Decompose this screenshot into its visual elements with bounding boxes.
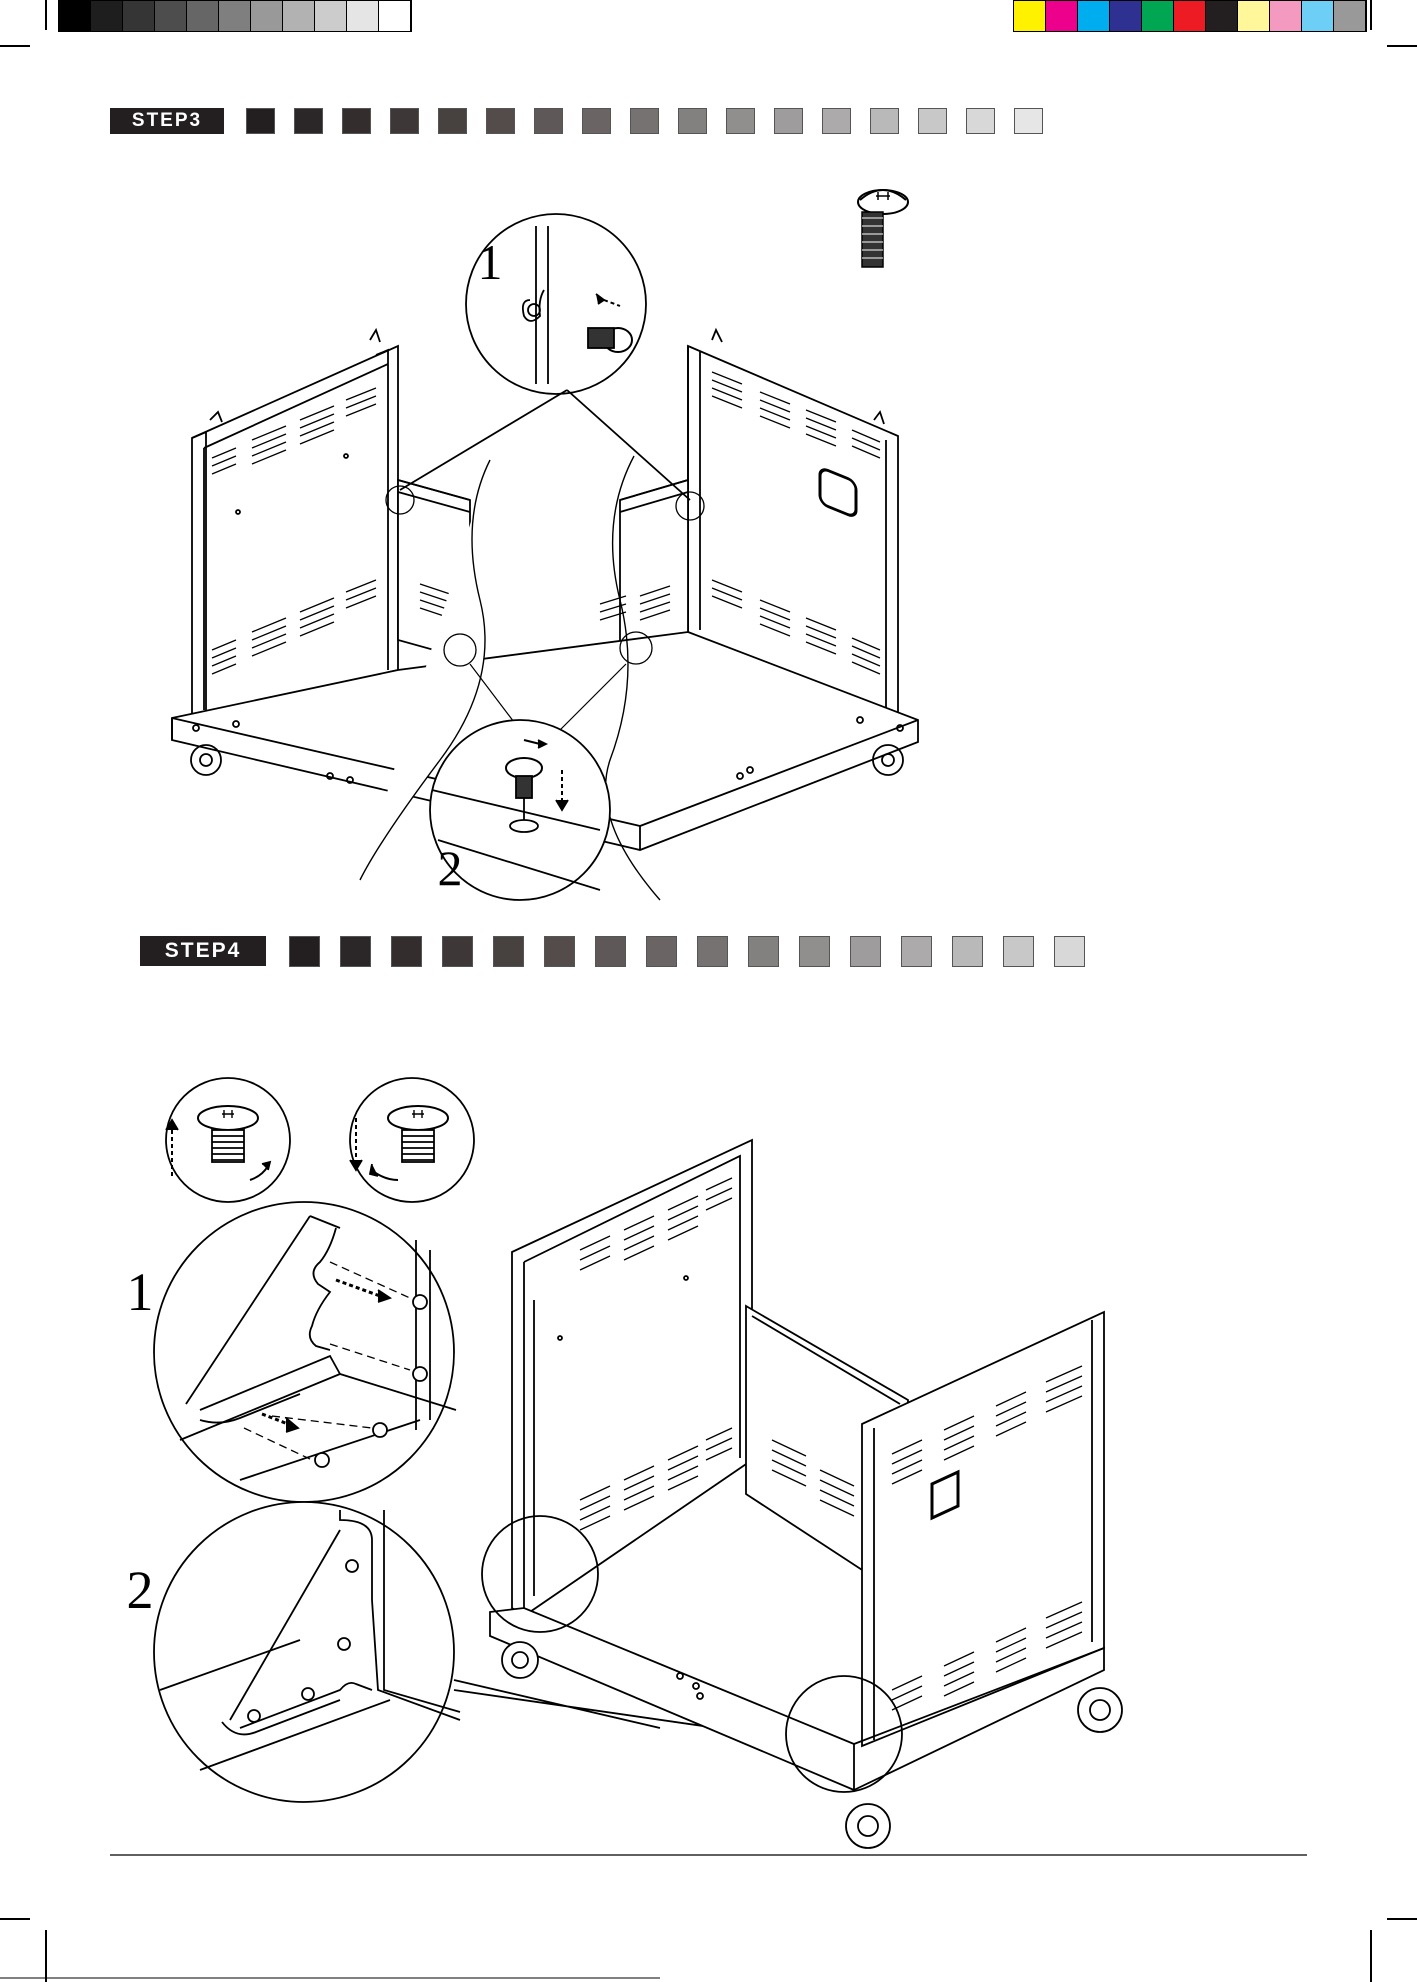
step4-detail-number-2: 2: [118, 1560, 162, 1620]
screw-tighten-circle: [350, 1078, 474, 1202]
cart-assembly: [482, 1140, 1122, 1848]
step3-detail-number-2: 2: [430, 840, 470, 896]
left-side-panel: [192, 330, 398, 718]
detail-circle-1: [400, 214, 690, 500]
step3-detail-number-1: 1: [470, 234, 510, 290]
step4-detail-number-1: 1: [118, 1262, 162, 1322]
screw-icon: [858, 190, 908, 267]
detail-circle-1-step4: [154, 1202, 456, 1502]
screw-loosen-circle: [166, 1078, 290, 1202]
detail-circle-2-step4: [154, 1502, 800, 1802]
